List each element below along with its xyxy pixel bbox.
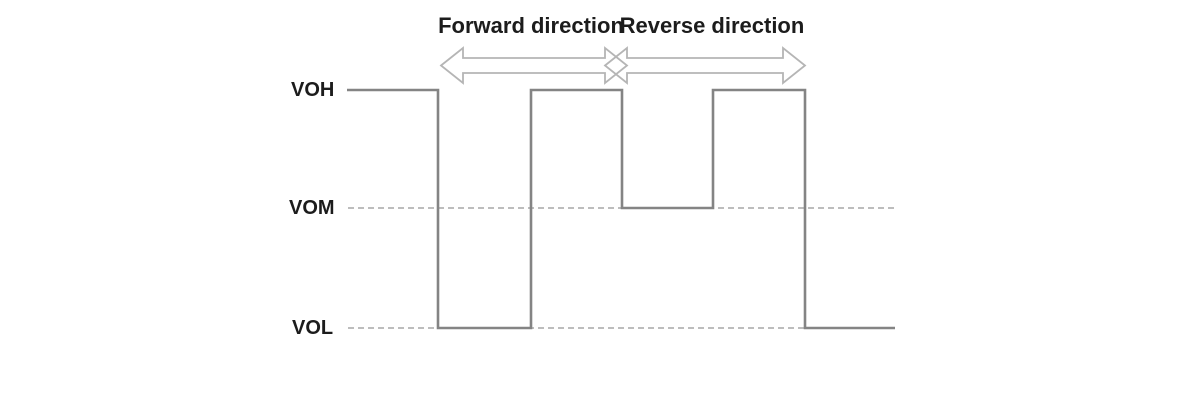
forward-direction-label: Forward direction <box>438 13 624 38</box>
voh-level-label: VOH <box>291 79 334 101</box>
reverse-direction-label: Reverse direction <box>620 13 805 38</box>
forward-direction-arrow <box>439 46 629 85</box>
reverse-direction-arrow <box>603 46 807 85</box>
waveform-trace <box>347 88 895 330</box>
vol-level-label: VOL <box>292 317 333 339</box>
vom-level-label: VOM <box>289 197 335 219</box>
